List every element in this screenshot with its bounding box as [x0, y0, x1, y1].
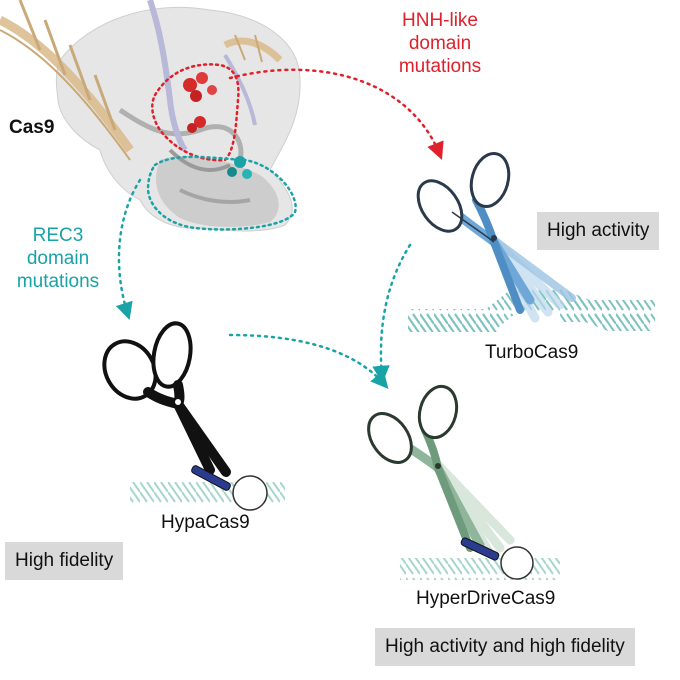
rec3-label: REC3 domain mutations	[4, 225, 112, 293]
turbocas9-label: TurboCas9	[485, 342, 579, 363]
hyperdrive-gRNA-probe-icon	[460, 537, 534, 580]
hyperdrivecas9-label: HyperDriveCas9	[416, 588, 556, 609]
turbo-scissors-icon	[416, 152, 576, 323]
rec3-label-line1: REC3	[32, 225, 84, 246]
hyperdrive-dna-helix-icon	[400, 558, 560, 580]
hypa-to-hyperdrive-arrow	[228, 333, 389, 389]
rec3-label-line3: mutations	[16, 270, 100, 292]
hypa-scissors-icon	[102, 321, 231, 477]
hnh-label-line2: domain	[408, 32, 472, 54]
cas9-protein-structure	[0, 0, 301, 232]
high-activity-and-fidelity-box: High activity and high fidelity	[375, 628, 635, 666]
high-fidelity-box: High fidelity	[5, 542, 124, 580]
hnh-label-line3: mutations	[398, 55, 482, 77]
hypa-gRNA-probe-icon	[191, 465, 268, 511]
hypacas9-label: HypaCas9	[161, 512, 250, 533]
hnh-arrow	[228, 68, 444, 160]
high-activity-box: High activity	[537, 212, 660, 250]
rec3-label-line2: domain	[26, 247, 90, 269]
hnh-label: HNH-like domain mutations	[370, 10, 510, 78]
hyperdrive-scissors-icon	[367, 384, 515, 555]
rec3-arrow-hypa	[115, 178, 142, 321]
cas9-label: Cas9	[9, 117, 55, 138]
hnh-label-line1: HNH-like	[402, 10, 478, 31]
turbo-to-hyperdrive-arrow	[372, 243, 412, 384]
